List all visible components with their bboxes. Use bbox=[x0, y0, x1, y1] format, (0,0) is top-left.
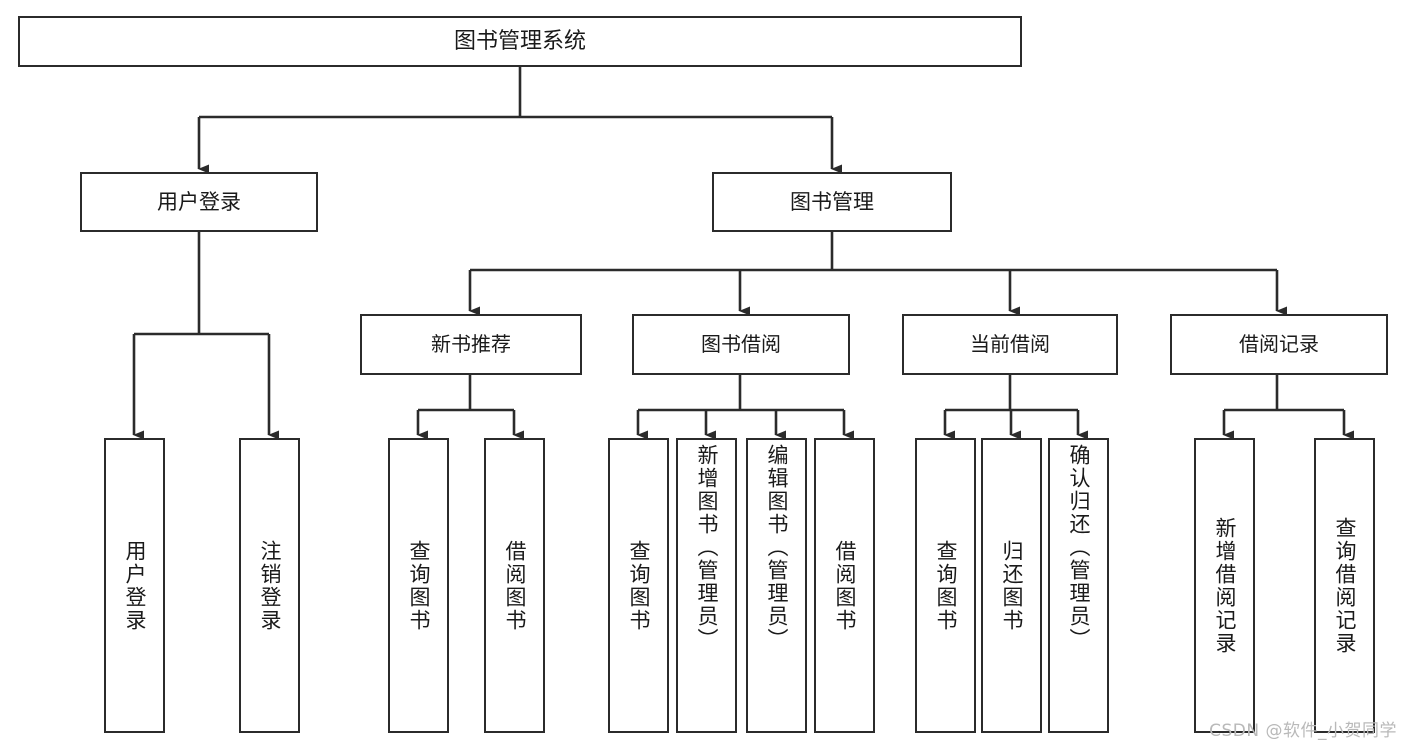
node-label: 借阅记录 bbox=[1239, 331, 1319, 356]
node-new-book-recommend[interactable]: 新书推荐 bbox=[360, 314, 582, 375]
node-label: 图书管理系统 bbox=[453, 28, 586, 54]
node-label: 用户登录 bbox=[123, 539, 147, 632]
leaf-query-book-borrow[interactable]: 查询图书 bbox=[608, 438, 669, 733]
node-label: 新增借阅记录 bbox=[1213, 516, 1237, 655]
node-label: 注销登录 bbox=[258, 539, 282, 632]
node-label: 归还图书 bbox=[1000, 539, 1024, 632]
node-label: 查询图书 bbox=[934, 539, 958, 632]
leaf-query-book-current[interactable]: 查询图书 bbox=[915, 438, 976, 733]
node-label: 用户登录 bbox=[157, 189, 241, 214]
node-label: 新书推荐 bbox=[431, 331, 511, 356]
leaf-confirm-return-admin[interactable]: 确认归还（管理员） bbox=[1048, 438, 1109, 733]
node-book-management[interactable]: 图书管理 bbox=[712, 172, 952, 232]
node-label: 查询图书 bbox=[407, 539, 431, 632]
node-label: 查询借阅记录 bbox=[1333, 516, 1357, 655]
node-label: 确认归还（管理员） bbox=[1067, 444, 1091, 651]
node-label: 借阅图书 bbox=[503, 539, 527, 632]
node-label: 借阅图书 bbox=[833, 539, 857, 632]
node-label: 新增图书（管理员） bbox=[695, 444, 719, 651]
leaf-user-login[interactable]: 用户登录 bbox=[104, 438, 165, 733]
node-label: 当前借阅 bbox=[970, 331, 1050, 356]
leaf-borrow-book-recommend[interactable]: 借阅图书 bbox=[484, 438, 545, 733]
node-label: 查询图书 bbox=[627, 539, 651, 632]
leaf-logout-login[interactable]: 注销登录 bbox=[239, 438, 300, 733]
node-label: 图书管理 bbox=[790, 189, 874, 214]
leaf-borrow-book[interactable]: 借阅图书 bbox=[814, 438, 875, 733]
leaf-return-book[interactable]: 归还图书 bbox=[981, 438, 1042, 733]
node-user-login[interactable]: 用户登录 bbox=[80, 172, 318, 232]
leaf-edit-book-admin[interactable]: 编辑图书（管理员） bbox=[746, 438, 807, 733]
node-label: 图书借阅 bbox=[701, 331, 781, 356]
node-borrow-record[interactable]: 借阅记录 bbox=[1170, 314, 1388, 375]
node-current-borrow[interactable]: 当前借阅 bbox=[902, 314, 1118, 375]
leaf-query-borrow-record[interactable]: 查询借阅记录 bbox=[1314, 438, 1375, 733]
node-root-book-management-system[interactable]: 图书管理系统 bbox=[18, 16, 1022, 67]
node-book-borrow[interactable]: 图书借阅 bbox=[632, 314, 850, 375]
csdn-watermark: CSDN @软件_小贺同学 bbox=[1209, 721, 1397, 741]
leaf-add-book-admin[interactable]: 新增图书（管理员） bbox=[676, 438, 737, 733]
leaf-add-borrow-record[interactable]: 新增借阅记录 bbox=[1194, 438, 1255, 733]
leaf-query-book-recommend[interactable]: 查询图书 bbox=[388, 438, 449, 733]
node-label: 编辑图书（管理员） bbox=[765, 444, 789, 651]
